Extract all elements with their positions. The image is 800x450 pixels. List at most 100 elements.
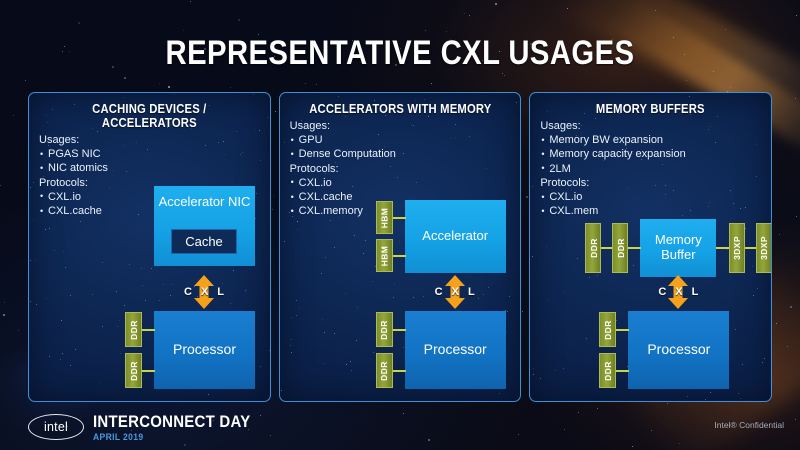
panel-diagram: Accelerator HBM HBM C X [280, 93, 521, 401]
memory-tab-label: HBM [379, 245, 390, 266]
memory-tab-ddr: DDR [125, 312, 142, 347]
diagram-node-label: Processor [423, 341, 487, 358]
memory-tab-ddr: DDR [375, 312, 393, 347]
panel-title: ACCELERATORS WITH MEMORY [308, 102, 492, 116]
memory-tab-wire [392, 370, 406, 372]
diagram-node-processor: Processor [628, 311, 730, 389]
memory-tab-3dxp: 3DXP [756, 223, 772, 273]
memory-tab-wire [142, 329, 155, 331]
memory-tab-wire [616, 329, 630, 331]
panel-title: MEMORY BUFFERS [596, 102, 706, 116]
double-arrow-icon [668, 275, 689, 309]
panel-title: CACHING DEVICES / ACCELERATORS [92, 102, 207, 130]
double-arrow-icon [444, 275, 465, 309]
event-title: INTERCONNECT DAY [93, 411, 251, 431]
usage-item: NIC atomics [39, 161, 270, 175]
protocol-item: CXL.memory [290, 204, 521, 218]
confidential-notice: Intel® Confidential [714, 420, 784, 430]
panel-diagram: Memory Buffer DDR DDR 3DXP 3DXP [530, 93, 772, 401]
memory-tab-ddr: DDR [599, 353, 617, 388]
double-arrow-icon [194, 275, 214, 309]
cxl-link-arrow: C X L [167, 274, 241, 310]
cxl-letter-l: L [467, 286, 475, 298]
cxl-letter-l: L [691, 286, 699, 298]
usage-item: Dense Computation [290, 147, 521, 161]
memory-tab-wire [601, 247, 613, 249]
memory-tab-ddr: DDR [585, 223, 602, 273]
diagram-node-cache: Cache [171, 229, 237, 254]
memory-tab-label: 3DXP [732, 236, 743, 260]
cxl-link-letters: C X L [641, 274, 715, 310]
memory-tab-label: DDR [588, 238, 599, 258]
memory-tab-label: DDR [615, 238, 626, 258]
memory-tab-wire [745, 247, 757, 249]
intel-logo: intel [28, 414, 84, 441]
usages-label: Usages: [540, 120, 581, 132]
memory-tab-label: DDR [128, 319, 139, 340]
protocol-item: CXL.cache [290, 190, 521, 204]
protocols-label: Protocols: [289, 162, 339, 175]
memory-tab-wire [716, 247, 730, 249]
cxl-letter-c: C [658, 286, 667, 298]
diagram-node-label: Processor [647, 341, 711, 358]
diagram-node-label: Accelerator [422, 228, 489, 244]
protocol-item: CXL.cache [39, 204, 270, 218]
protocols-label: Protocols: [540, 176, 590, 189]
memory-tab-wire [142, 370, 155, 372]
protocol-item: CXL.io [540, 190, 771, 204]
memory-tab-wire [392, 255, 406, 257]
page-title: REPRESENTATIVE CXL USAGES [165, 34, 635, 72]
cxl-link-arrow: C X L [641, 274, 715, 310]
usage-item: PGAS NIC [39, 147, 270, 161]
diagram-node-label: Memory Buffer [654, 232, 702, 262]
diagram-node-label: Processor [172, 341, 237, 358]
memory-tab-wire [628, 247, 642, 249]
memory-tab-label: 3DXP [759, 236, 770, 260]
footer-branding: intel INTERCONNECT DAY APRIL 2019 [28, 413, 272, 443]
memory-tab-label: HBM [379, 207, 390, 228]
protocol-item: CXL.io [290, 175, 521, 190]
panel-bullet-list: Usages: GPU Dense Computation Protocols:… [290, 119, 521, 218]
cxl-letter-l: L [217, 286, 225, 298]
memory-tab-ddr: DDR [612, 223, 629, 273]
cxl-letter-x: X [451, 286, 459, 298]
cxl-link-arrow: C X L [418, 274, 492, 310]
cxl-link-letters: C X L [418, 274, 492, 310]
cxl-letter-x: X [675, 286, 683, 298]
memory-tab-label: DDR [602, 360, 613, 381]
memory-tab-wire [392, 329, 406, 331]
cxl-letter-c: C [434, 286, 443, 298]
usages-label: Usages: [289, 120, 331, 132]
diagram-node-memory-buffer: Memory Buffer [640, 219, 717, 277]
panel-accelerators-with-memory: ACCELERATORS WITH MEMORY Usages: GPU Den… [278, 92, 522, 402]
memory-tab-ddr: DDR [375, 353, 393, 388]
memory-tab-ddr: DDR [125, 353, 142, 388]
protocol-item: CXL.mem [540, 204, 771, 218]
usage-item: Memory capacity expansion [540, 147, 771, 161]
panel-diagram: Accelerator NIC Cache C X L [29, 93, 270, 401]
diagram-node-accelerator: Accelerator [404, 200, 506, 273]
memory-tab-label: DDR [379, 319, 390, 340]
cxl-letter-x: X [200, 286, 209, 298]
diagram-node-label: Cache [185, 234, 223, 249]
memory-tab-label: DDR [128, 360, 139, 381]
memory-tab-hbm: HBM [375, 201, 393, 234]
panel-bullet-list: Usages: Memory BW expansion Memory capac… [540, 119, 771, 218]
panel-memory-buffers: MEMORY BUFFERS Usages: Memory BW expansi… [529, 92, 773, 402]
event-branding: INTERCONNECT DAY APRIL 2019 [93, 413, 272, 443]
memory-tab-ddr: DDR [599, 312, 617, 347]
memory-tab-wire [392, 217, 406, 219]
diagram-node-label: Accelerator NIC [158, 194, 251, 209]
panel-bullet-list: Usages: PGAS NIC NIC atomics Protocols: … [39, 133, 270, 218]
diagram-node-processor: Processor [154, 311, 255, 389]
memory-tab-hbm: HBM [375, 239, 393, 272]
memory-tab-3dxp: 3DXP [729, 223, 746, 273]
usage-item: 2LM [540, 161, 771, 176]
cxl-link-letters: C X L [167, 274, 241, 310]
protocol-item: CXL.io [39, 189, 270, 204]
usages-label: Usages: [39, 134, 80, 146]
memory-tab-wire [616, 370, 630, 372]
usage-item: GPU [290, 133, 521, 147]
memory-tab-label: DDR [602, 319, 613, 340]
